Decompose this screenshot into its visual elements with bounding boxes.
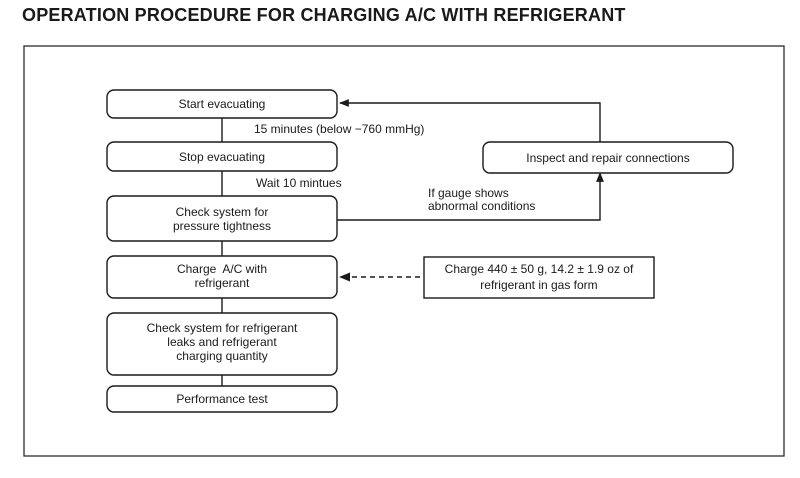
- label-gauge-line1: If gauge shows: [428, 186, 509, 200]
- step-check-pressure-line2: pressure tightness: [173, 219, 271, 233]
- step-check-leaks-line1: Check system for refrigerant: [147, 321, 298, 335]
- step-check-leaks: [106, 312, 338, 376]
- charge-note-box: [423, 256, 655, 299]
- step-stop-evacuating: [106, 141, 338, 172]
- arrow-abnormal-to-inspect: [337, 172, 604, 221]
- label-gauge-line2: abnormal conditions: [428, 199, 535, 213]
- step-stop-label: Stop evacuating: [179, 150, 265, 164]
- step-check-pressure: [106, 195, 338, 242]
- step-inspect-repair: [482, 141, 734, 174]
- step-charge-line2: refrigerant: [195, 276, 250, 290]
- step-charge-line1: Charge A/C with: [177, 262, 267, 276]
- charge-note-line1: Charge 440 ± 50 g, 14.2 ± 1.9 oz of: [445, 262, 634, 276]
- arrow-inspect-to-start: [339, 99, 601, 142]
- charge-note-line2: refrigerant in gas form: [480, 278, 597, 292]
- step-charge: [106, 255, 338, 299]
- step-performance-label: Performance test: [176, 392, 268, 406]
- page-title: OPERATION PROCEDURE FOR CHARGING A/C WIT…: [22, 5, 626, 25]
- step-check-leaks-line2: leaks and refrigerant: [167, 335, 277, 349]
- step-performance-test: [106, 385, 338, 413]
- step-start-evacuating: [106, 89, 338, 119]
- step-inspect-label: Inspect and repair connections: [526, 151, 689, 165]
- step-check-pressure-line1: Check system for: [176, 205, 269, 219]
- label-wait-10: Wait 10 mintues: [256, 176, 342, 190]
- step-check-leaks-line3: charging quantity: [176, 349, 267, 363]
- step-start-label: Start evacuating: [179, 97, 266, 111]
- label-15-minutes: 15 minutes (below −760 mmHg): [254, 122, 424, 136]
